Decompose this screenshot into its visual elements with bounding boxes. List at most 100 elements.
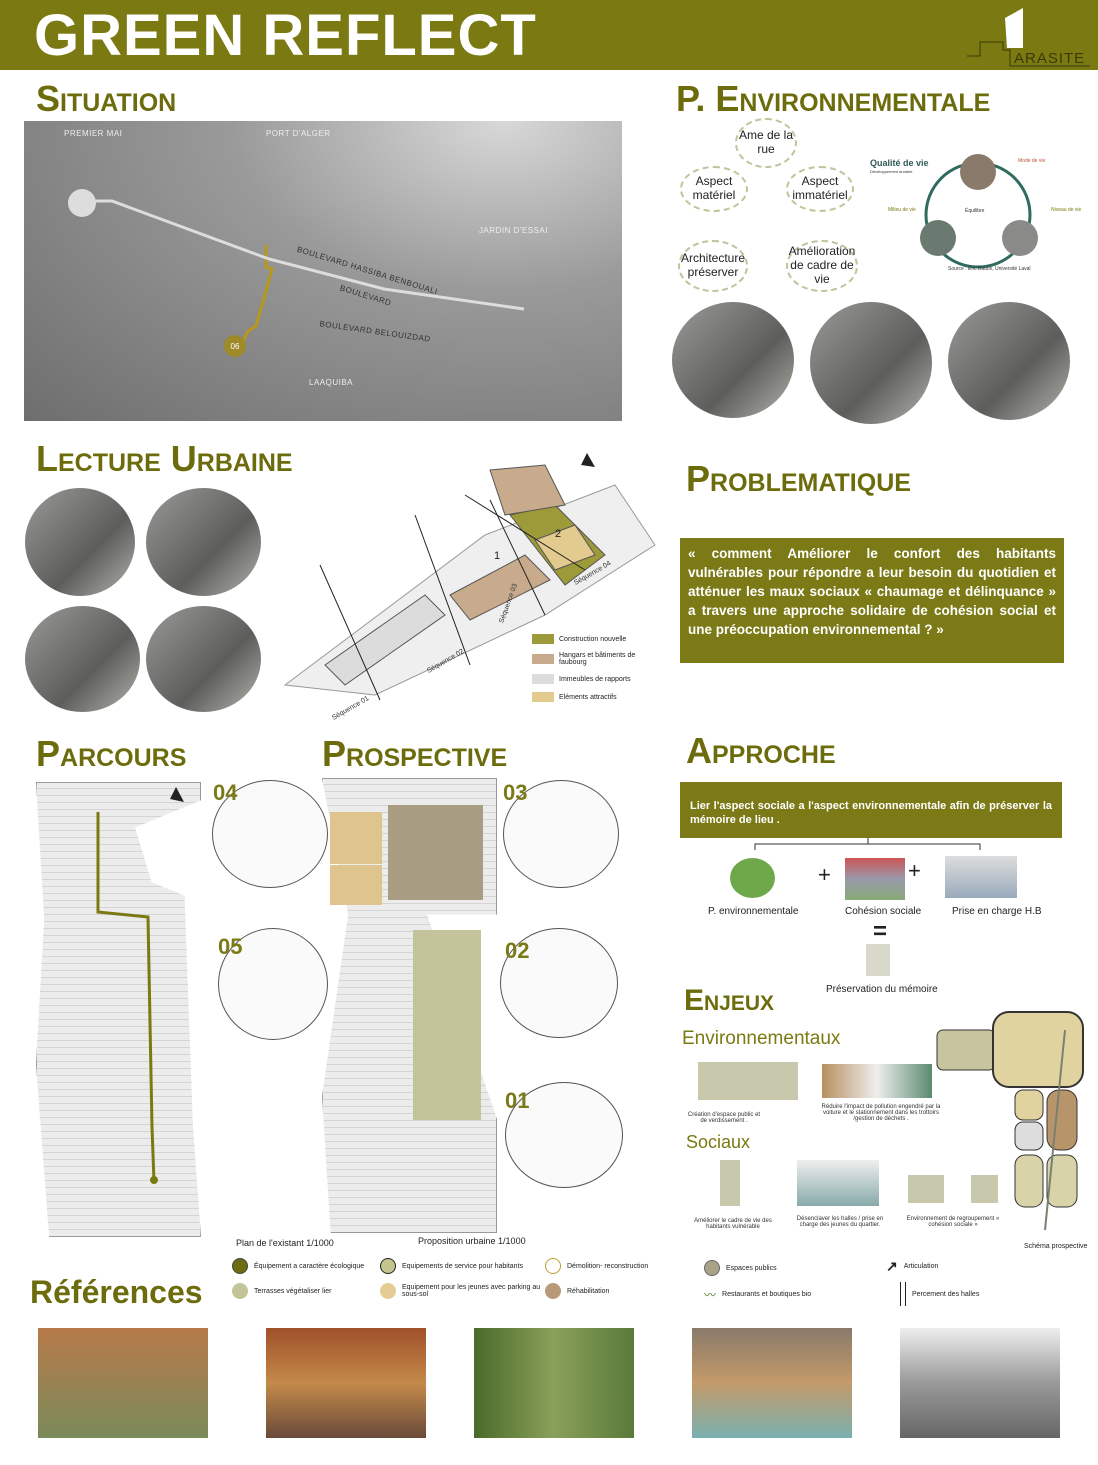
legend-item: 〰Restaurants et boutiques bio <box>704 1288 812 1302</box>
route-path <box>68 189 525 345</box>
public-space-block <box>388 805 483 900</box>
reference-photo <box>38 1328 208 1438</box>
double-line-icon <box>900 1282 906 1306</box>
enjeux-soc-item: Désenclaver les halles / prise en charge… <box>796 1216 884 1228</box>
concept-node: Aspect immatériel <box>786 166 854 212</box>
enjeux-soc-item: Environnement de regroupement « cohésion… <box>906 1216 1000 1228</box>
soc-illustration <box>908 1175 998 1203</box>
detail-circle-03 <box>503 780 619 888</box>
logo-text: ARASITE <box>1014 50 1086 67</box>
plus-sign: + <box>818 862 831 887</box>
plan-marker: 1 <box>494 550 501 562</box>
detail-number: 02 <box>505 938 530 963</box>
enjeux-soc-item: Améliorer le cadre de vie des habitants … <box>694 1218 772 1230</box>
reference-photo <box>266 1328 426 1438</box>
map-label: PREMIER MAI <box>64 129 123 138</box>
diagram-title: Qualité de vie <box>870 158 929 168</box>
terraces-block <box>413 930 481 1120</box>
legend-item: Eléments attractifs <box>532 688 652 706</box>
section-title-approche: Approche <box>686 730 836 771</box>
concept-node: Architecture préserver <box>678 240 748 292</box>
detail-circle-04 <box>212 780 328 888</box>
building-photo <box>146 606 261 712</box>
schema-caption: Schéma prospective <box>1024 1243 1088 1250</box>
legend-item: Equipements de service pour habitants <box>380 1258 523 1274</box>
equals-sign: = <box>873 918 888 945</box>
legend-item: Equipement pour les jeunes avec parking … <box>380 1283 545 1299</box>
detail-number: 01 <box>505 1088 530 1113</box>
approche-text: Lier l'aspect sociale a l'aspect environ… <box>680 782 1062 838</box>
building-photo <box>25 606 140 712</box>
approche-result: Préservation du mémoire <box>826 984 938 995</box>
street-photo <box>672 302 794 418</box>
plan-caption: Proposition urbaine 1/1000 <box>418 1236 526 1246</box>
map-label: JARDIN D'ESSAI <box>479 226 548 235</box>
monument-icon <box>866 944 890 976</box>
legend-item: Immeubles de rapports <box>532 670 652 688</box>
street-photo <box>948 302 1070 420</box>
detail-circle-02 <box>500 928 618 1038</box>
legend-item: Construction nouvelle <box>532 630 652 648</box>
env-illustration <box>698 1062 798 1100</box>
enjeux-soc-title: Sociaux <box>686 1132 751 1152</box>
legend-item: Terrasses végétaliser lier <box>232 1283 331 1299</box>
section-title-references: Références <box>30 1274 203 1310</box>
section-title-problematique: Problematique <box>686 458 911 499</box>
enjeux-env-title: Environnementaux <box>682 1028 841 1049</box>
community-illustration <box>845 858 905 900</box>
approche-item: Cohésion sociale <box>845 906 922 917</box>
prospective-schema <box>936 1011 1084 1231</box>
detail-circle-01 <box>505 1082 623 1188</box>
parcours-route <box>96 787 184 1184</box>
concept-node: Ame de la rue <box>735 118 797 168</box>
section-title-prospective: Prospective <box>322 733 508 774</box>
quality-of-life-diagram: Qualité de vie Développement durable Équ… <box>868 150 1090 276</box>
axonometric-plan <box>283 453 656 701</box>
soc-illustration <box>797 1160 879 1206</box>
route-marker: 06 <box>224 335 246 357</box>
wave-arrow-icon: 〰 <box>704 1288 717 1302</box>
diagram-source: Source : Éric Bauce, Université Laval <box>948 266 1031 272</box>
parasite-logo <box>967 8 1090 67</box>
env-illustration <box>822 1064 932 1098</box>
zigzag-arrow-icon: ↗ <box>886 1258 898 1274</box>
soc-illustration <box>720 1160 740 1206</box>
concept-node: Aspect matériel <box>680 166 748 212</box>
section-title-environnementale: P. Environnementale <box>676 78 991 119</box>
reference-photo <box>900 1328 1060 1438</box>
map-label: LAAQUIBA <box>309 378 354 387</box>
section-title-enjeux: Enjeux <box>684 984 775 1017</box>
plan-caption: Plan de l'existant 1/1000 <box>236 1238 334 1248</box>
reference-photo <box>692 1328 852 1438</box>
approche-item: Prise en charge H.B <box>952 906 1042 917</box>
recycle-icon <box>730 858 775 898</box>
detail-number: 03 <box>503 780 528 805</box>
problematique-text: « comment Améliorer le confort des habit… <box>680 538 1064 663</box>
detail-circle-05 <box>218 928 328 1040</box>
street-photo <box>810 302 932 424</box>
legend-item: Hangars et bâtiments de faubourg <box>532 648 652 670</box>
youth-equipment-block <box>330 865 382 905</box>
diagram-left: Milieu de vie <box>888 207 916 213</box>
reference-photo <box>474 1328 634 1438</box>
enjeux-env-item: Réduire l'impact de pollution engendré p… <box>821 1104 941 1122</box>
north-arrow-icon <box>581 453 595 467</box>
legend-item: Percement des halles <box>900 1282 979 1306</box>
legend-item: Équipement a caractère écologique <box>232 1258 364 1274</box>
diagram-center: Équilibre <box>965 208 985 214</box>
plus-sign: + <box>908 858 921 883</box>
enjeux-env-item: Création d'espace public et de verdissem… <box>687 1112 761 1124</box>
plan-marker: 2 <box>555 528 562 540</box>
section-title-situation: Situation <box>36 78 177 119</box>
legend-item: Démolition- reconstruction <box>545 1258 648 1274</box>
diagram-right: Niveau de vie <box>1051 207 1082 213</box>
section-title-lecture-urbaine: Lecture Urbaine <box>36 438 293 479</box>
legend-item: Réhabilitation <box>545 1283 609 1299</box>
care-illustration <box>945 856 1017 898</box>
building-photo <box>25 488 135 596</box>
concept-node: Amélioration de cadre de vie <box>786 240 858 292</box>
diagram-subtitle: Développement durable <box>870 169 913 174</box>
header-bar <box>0 0 1098 70</box>
poster-title: GREEN REFLECT <box>34 3 537 68</box>
legend-item: Espaces publics <box>704 1260 777 1276</box>
